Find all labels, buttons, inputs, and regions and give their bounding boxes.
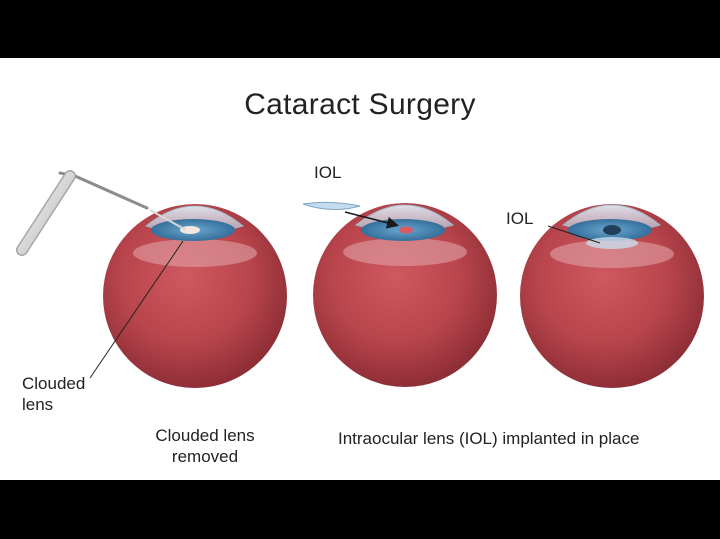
iol-insert-label: IOL — [314, 163, 342, 182]
diagram-artwork — [16, 170, 704, 388]
pupil — [399, 226, 413, 234]
caption-removed: Clouded lens removed — [140, 425, 270, 467]
clouded-lens-label: Clouded lens — [22, 373, 85, 415]
iol-leader — [547, 225, 601, 244]
caption-implanted: Intraocular lens (IOL) implanted in plac… — [338, 429, 640, 448]
insertion-arrow — [344, 211, 399, 229]
diagram-title: Cataract Surgery — [244, 88, 476, 121]
caption-removed-line-2: removed — [171, 447, 239, 466]
eye-left — [103, 204, 287, 388]
clouded-lens-label-line-1: Clouded — [22, 374, 86, 393]
implanted-iol — [586, 237, 638, 249]
eye-middle — [302, 201, 497, 387]
diagram-panel: Cataract Surgery Clouded lens IOL IOL Cl… — [0, 58, 720, 480]
lens-area — [133, 239, 257, 267]
clouded-lens-leader — [89, 240, 184, 379]
lens-area — [550, 240, 674, 268]
caption-removed-line-1: Clouded lens — [155, 426, 255, 445]
clouded-lens — [180, 226, 200, 234]
iol-implanted-label: IOL — [506, 209, 534, 228]
clouded-lens-label-line-2: lens — [22, 395, 54, 414]
pupil — [603, 225, 621, 235]
eye-right — [520, 204, 704, 388]
iol-implant — [302, 201, 361, 210]
surgical-probe — [16, 170, 187, 256]
lens-area — [343, 238, 467, 266]
